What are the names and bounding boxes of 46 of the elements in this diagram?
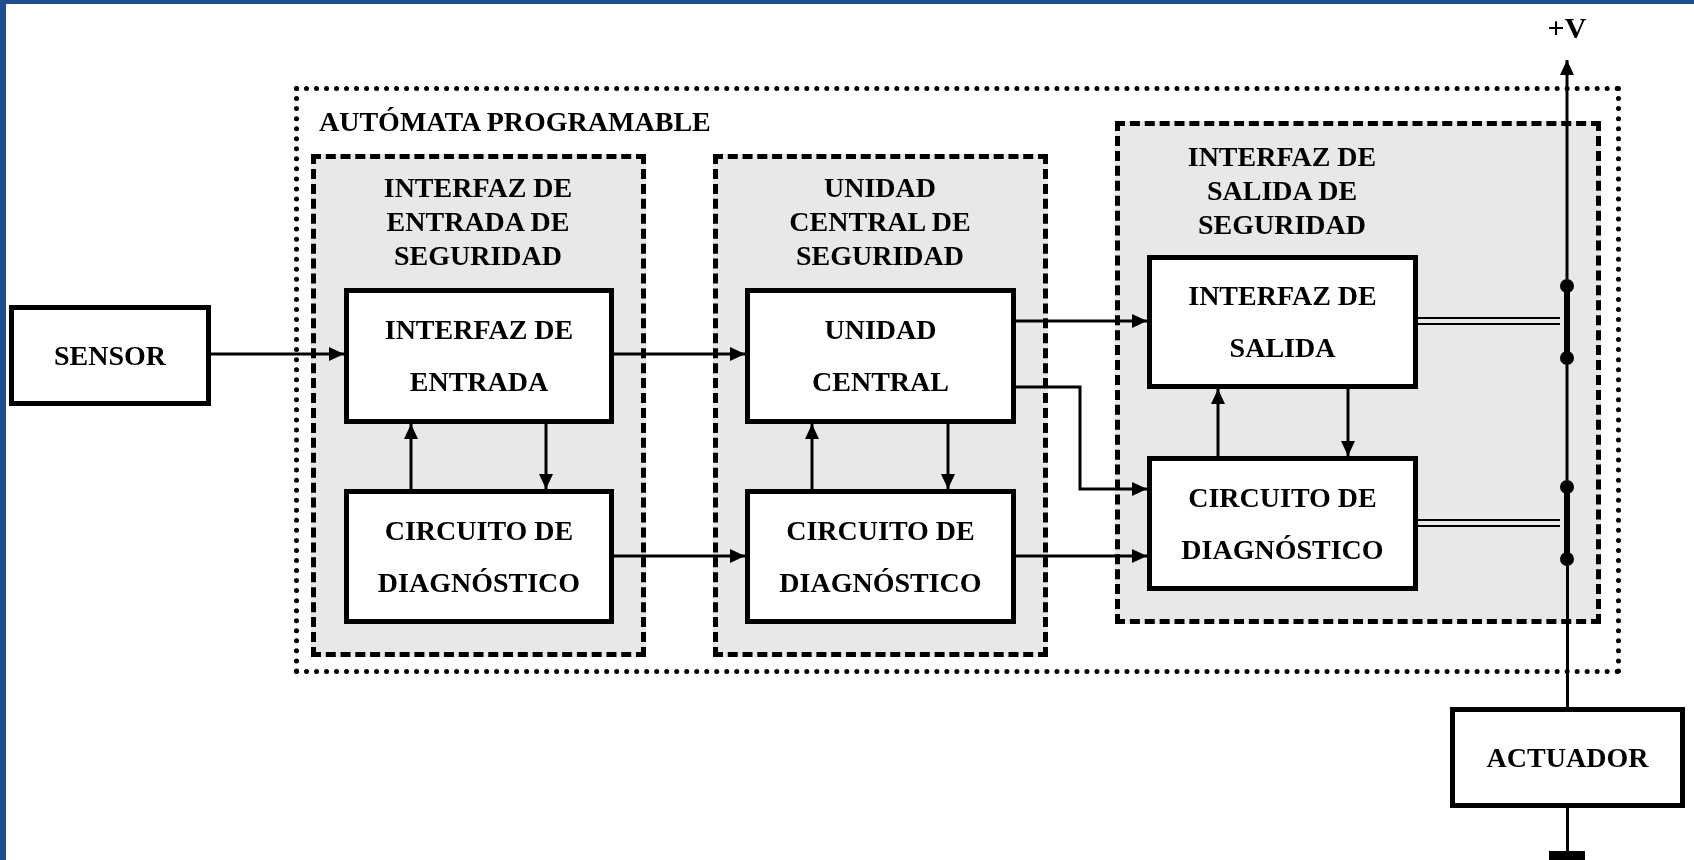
box-label: ACTUADOR xyxy=(1486,740,1649,775)
function-box xyxy=(1450,707,1685,808)
arrow xyxy=(1016,314,1147,328)
arrow xyxy=(211,347,344,361)
wire xyxy=(1566,566,1569,707)
arrow xyxy=(1016,385,1147,496)
arrow xyxy=(1211,389,1225,456)
module-group xyxy=(713,154,1048,657)
arrow xyxy=(941,424,955,489)
function-box xyxy=(344,489,614,624)
function-box xyxy=(745,288,1016,424)
contact-symbol xyxy=(1560,279,1574,365)
function-box xyxy=(344,288,614,424)
box-label: CIRCUITO DE DIAGNÓSTICO xyxy=(1180,480,1385,567)
function-box xyxy=(745,489,1016,624)
group-heading: INTERFAZ DE ENTRADA DE SEGURIDAD xyxy=(382,171,574,273)
arrow xyxy=(1016,549,1147,563)
box-label: INTERFAZ DE ENTRADA xyxy=(383,313,575,399)
box-label: SENSOR xyxy=(53,338,166,373)
system-boundary xyxy=(294,86,1621,674)
arrow xyxy=(805,424,819,489)
arrow xyxy=(1560,60,1574,279)
function-box xyxy=(9,305,211,406)
supply-label: +V xyxy=(1532,8,1602,52)
wire xyxy=(1566,808,1569,851)
function-box xyxy=(1147,456,1418,591)
group-heading: INTERFAZ DE SALIDA DE SEGURIDAD xyxy=(1186,140,1378,242)
function-box xyxy=(1147,255,1418,389)
group-heading: AUTÓMATA PROGRAMABLE xyxy=(319,105,712,139)
group-heading: UNIDAD CENTRAL DE SEGURIDAD xyxy=(788,171,972,273)
double-line xyxy=(1417,519,1561,527)
box-label: INTERFAZ DE SALIDA xyxy=(1187,279,1378,365)
arrow xyxy=(614,549,745,563)
arrow xyxy=(539,424,553,489)
arrow xyxy=(1341,389,1355,456)
module-group xyxy=(311,154,646,657)
contact-symbol xyxy=(1560,480,1574,566)
ground-symbol xyxy=(1549,851,1585,860)
box-label: UNIDAD CENTRAL xyxy=(811,313,950,399)
box-label: CIRCUITO DE DIAGNÓSTICO xyxy=(376,513,582,600)
box-label: CIRCUITO DE DIAGNÓSTICO xyxy=(778,513,983,600)
double-line xyxy=(1417,317,1561,325)
wire xyxy=(1565,365,1569,480)
arrow xyxy=(614,347,745,361)
module-group xyxy=(1115,121,1601,624)
arrow xyxy=(404,424,418,489)
